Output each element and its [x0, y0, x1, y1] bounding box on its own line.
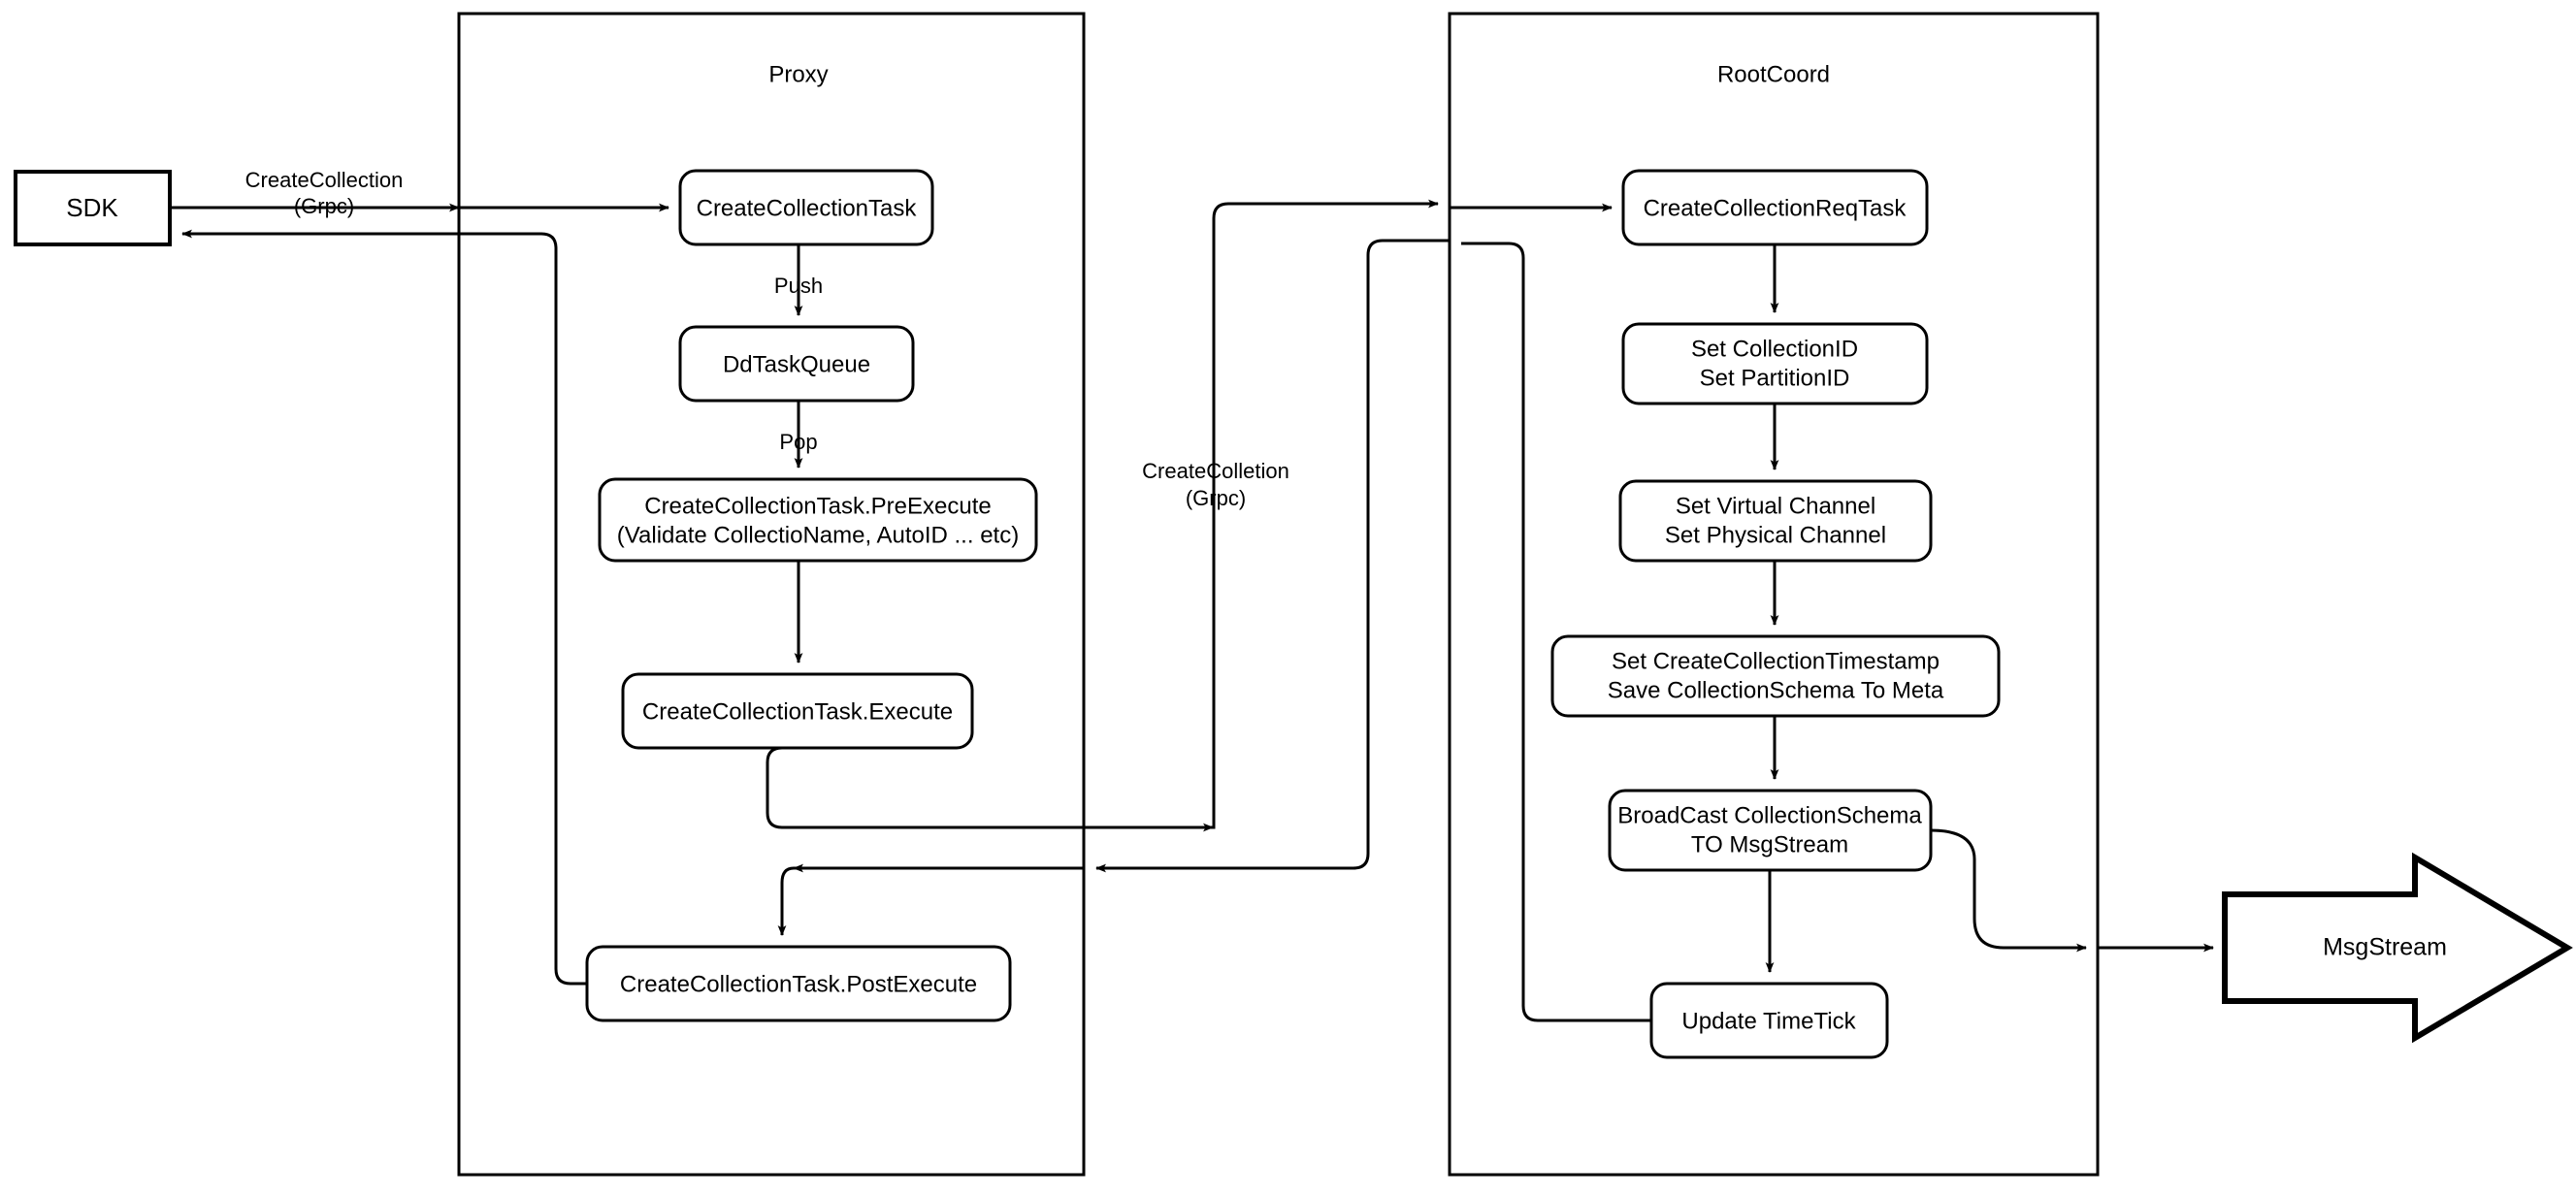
node-execute[interactable]: CreateCollectionTask.Execute — [621, 672, 974, 750]
msgstream-arrow-shape[interactable] — [2222, 852, 2573, 1044]
update-timetick-label: Update TimeTick — [1681, 1008, 1856, 1034]
set-channels-label-line1: Set Virtual Channel — [1676, 493, 1875, 519]
msgstream-label: MsgStream — [2323, 934, 2447, 961]
create-collection-task-label: CreateCollectionTask — [697, 195, 918, 221]
dd-task-queue-box[interactable] — [678, 325, 915, 403]
edge-label-pop: Pop — [779, 430, 817, 454]
sdk-edge-label-line1: CreateCollection — [245, 168, 404, 192]
node-sdk[interactable]: SDK — [14, 170, 172, 246]
set-channels-label-line2: Set Physical Channel — [1665, 522, 1886, 548]
node-save-meta[interactable]: Set CreateCollectionTimestamp Save Colle… — [1550, 634, 2001, 718]
node-create-collection-req-task[interactable]: CreateCollectionReqTask — [1621, 169, 1929, 246]
set-ids-label-line1: Set CollectionID — [1691, 336, 1858, 362]
broadcast-label-line1: BroadCast CollectionSchema — [1617, 802, 1922, 828]
broadcast-label-line2: TO MsgStream — [1691, 831, 1848, 857]
node-pre-execute[interactable]: CreateCollectionTask.PreExecute (Validat… — [598, 477, 1038, 563]
edge-rootcoord-response-to-proxy-boundary — [1095, 239, 1450, 873]
rootcoord-edge-label-line1: CreateColletion — [1142, 459, 1289, 483]
edge-response-to-postexecute — [777, 866, 795, 936]
proxy-container-label: Proxy — [768, 61, 828, 87]
rootcoord-edge-label-line2: (Grpc) — [1186, 486, 1246, 510]
execute-label: CreateCollectionTask.Execute — [642, 698, 953, 725]
create-collection-task-box[interactable] — [678, 169, 934, 246]
node-post-execute[interactable]: CreateCollectionTask.PostExecute — [585, 945, 1012, 1022]
node-msgstream[interactable]: MsgStream — [2222, 852, 2573, 1044]
pre-execute-label-line2: (Validate CollectioName, AutoID ... etc) — [617, 522, 1019, 548]
pre-execute-box[interactable] — [598, 477, 1038, 563]
sdk-label: SDK — [66, 193, 118, 222]
post-execute-label: CreateCollectionTask.PostExecute — [620, 971, 977, 997]
sdk-edge-label-line2: (Grpc) — [294, 194, 354, 218]
edge-proxy-to-rootcoord-request — [1212, 199, 1439, 829]
rootcoord-container-label: RootCoord — [1717, 61, 1830, 87]
edge-updatetimetick-to-response-riser — [1461, 242, 1651, 1022]
node-set-channels[interactable]: Set Virtual Channel Set Physical Channel — [1618, 479, 1933, 563]
edge-execute-to-proxy-exit — [766, 746, 1214, 832]
save-meta-label-line2: Save CollectionSchema To Meta — [1608, 677, 1944, 703]
edge-label-push: Push — [774, 274, 823, 298]
create-collection-req-task-label: CreateCollectionReqTask — [1644, 195, 1908, 221]
node-broadcast[interactable]: BroadCast CollectionSchema TO MsgStream — [1608, 789, 1933, 872]
sdk-box[interactable] — [14, 170, 172, 246]
pre-execute-label-line1: CreateCollectionTask.PreExecute — [644, 493, 992, 519]
set-ids-label-line2: Set PartitionID — [1700, 365, 1850, 391]
node-create-collection-task[interactable]: CreateCollectionTask — [678, 169, 934, 246]
node-update-timetick[interactable]: Update TimeTick — [1649, 982, 1889, 1059]
edge-broadcast-to-msgstream-exit — [1930, 828, 2087, 953]
edge-label-createcolletion-grpc: CreateColletion (Grpc) — [1142, 459, 1289, 510]
edge-label-create-collection-grpc: CreateCollection (Grpc) — [245, 168, 404, 218]
dd-task-queue-label: DdTaskQueue — [723, 351, 870, 377]
node-dd-task-queue[interactable]: DdTaskQueue — [678, 325, 915, 403]
node-set-ids[interactable]: Set CollectionID Set PartitionID — [1621, 322, 1929, 405]
save-meta-label-line1: Set CreateCollectionTimestamp — [1612, 648, 1940, 674]
edge-postexecute-to-sdk-riser — [480, 232, 587, 986]
